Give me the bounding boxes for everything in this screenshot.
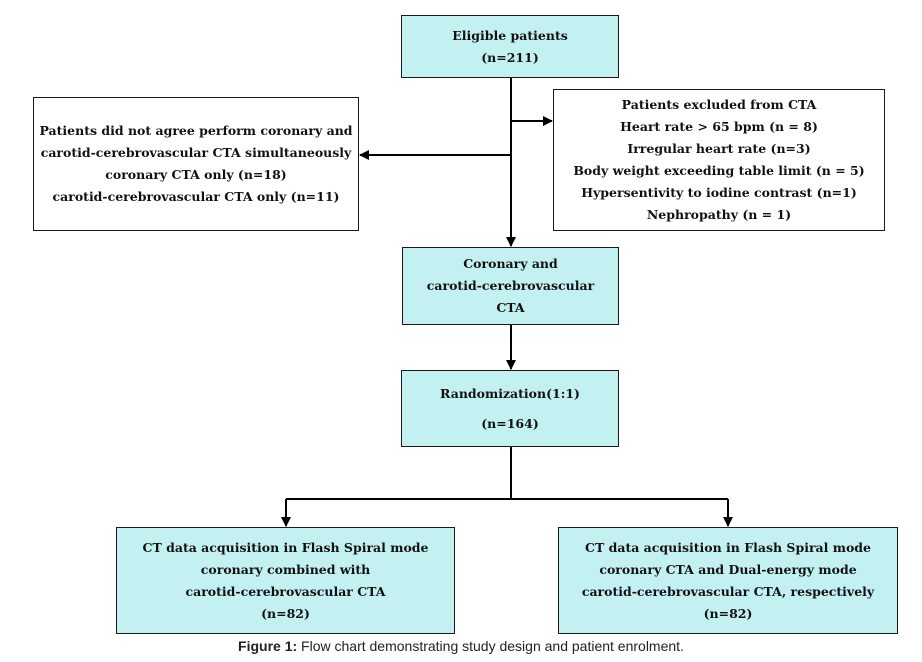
box-text-line: carotid-cerebrovascular — [426, 278, 595, 293]
box-text-line: Eligible patients — [452, 27, 568, 43]
box-text-line: CT data acquisition in Flash Spiral mode — [142, 539, 429, 555]
box-text-line: Patients did not agree perform coronary … — [39, 123, 353, 138]
box-text-line: (n=164) — [481, 415, 539, 431]
box-text-line: Patients excluded from CTA — [621, 97, 817, 112]
declined-patients-box: Patients did not agree perform coronary … — [33, 97, 359, 231]
box-text-line: coronary combined with — [200, 561, 371, 577]
box-text-line: carotid-cerebrovascular CTA — [185, 583, 386, 599]
caption-text: Flow chart demonstrating study design an… — [297, 638, 684, 654]
box-text-line: carotid-cerebrovascular CTA, respectivel… — [581, 583, 875, 599]
box-text-line: Nephropathy (n = 1) — [646, 207, 792, 222]
box-text-line: CTA — [496, 300, 525, 315]
box-text-line: coronary CTA and Dual-energy mode — [599, 561, 857, 577]
box-text-line: Coronary and — [463, 256, 558, 271]
randomization-box: Randomization(1:1) (n=164) — [401, 370, 619, 447]
eligible-patients-box: Eligible patients (n=211) — [401, 15, 619, 78]
figure-caption: Figure 1: Flow chart demonstrating study… — [0, 638, 922, 654]
box-text-line: (n=211) — [481, 49, 539, 65]
box-text-line: coronary CTA only (n=18) — [105, 167, 287, 182]
box-text-line: (n=82) — [261, 605, 310, 621]
flash-combined-box: CT data acquisition in Flash Spiral mode… — [116, 527, 455, 634]
box-text-line: CT data acquisition in Flash Spiral mode — [585, 539, 871, 555]
flash-dual-box: CT data acquisition in Flash Spiral mode… — [558, 527, 898, 634]
box-text-line: Hypersentivity to iodine contrast (n=1) — [581, 185, 857, 200]
box-text-line: Body weight exceeding table limit (n = 5… — [573, 163, 865, 178]
box-text-line: Irregular heart rate (n=3) — [627, 141, 811, 156]
box-text-line: Heart rate > 65 bpm (n = 8) — [620, 119, 818, 134]
box-text-line: (n=82) — [703, 605, 753, 621]
box-text-line: Randomization(1:1) — [440, 385, 580, 401]
caption-label: Figure 1: — [238, 638, 298, 654]
box-text-line: carotid-cerebrovascular CTA only (n=11) — [52, 189, 340, 204]
box-text-line: carotid-cerebrovascular CTA simultaneous… — [40, 145, 352, 160]
excluded-patients-box: Patients excluded from CTA Heart rate > 6… — [553, 89, 885, 231]
